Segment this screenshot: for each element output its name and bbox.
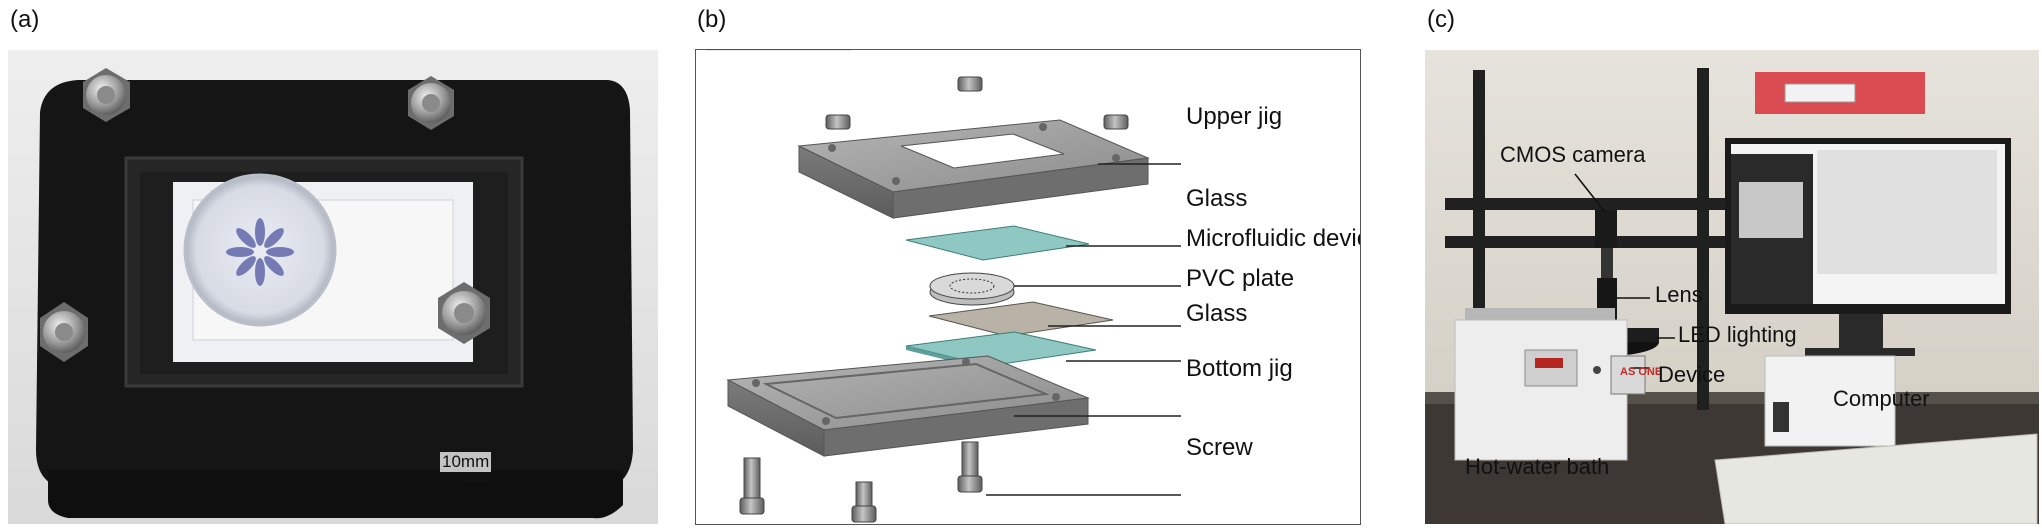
upper-jig — [797, 119, 1150, 219]
nut-icon — [825, 114, 851, 130]
cmos-camera — [1595, 210, 1617, 278]
microfluidic-device — [929, 272, 1015, 306]
label-microfluidic-device: Microfluidic device — [1186, 225, 1360, 252]
scale-bar — [458, 480, 493, 483]
keyboard — [1714, 433, 2038, 524]
pvc-plate — [928, 301, 1114, 337]
bottom-jig — [726, 355, 1090, 457]
microfluidic-device — [183, 173, 337, 327]
label-device: Device — [1658, 362, 1726, 387]
label-hot-water-bath: Hot-water bath — [1465, 454, 1610, 479]
label-bottom-jig: Bottom jig — [1186, 355, 1293, 382]
label-pvc-plate: PVC plate — [1186, 265, 1295, 292]
panel-c-label: (c) — [1427, 6, 1455, 33]
panel-b-label: (b) — [697, 6, 727, 33]
device — [1610, 355, 1646, 395]
label-glass-bottom: Glass — [1186, 300, 1248, 327]
panel-a-label: (a) — [10, 6, 40, 33]
label-glass-top: Glass — [1186, 185, 1248, 212]
scale-bar-label: 10mm — [440, 452, 492, 472]
monitor — [1725, 138, 2011, 356]
glass-top — [905, 225, 1090, 261]
label-lens: Lens — [1655, 282, 1703, 307]
setup-photo: AS ONE CMOS camera Lens LED lighting Dev… — [1425, 50, 2039, 524]
exploded-assembly-diagram: Upper jig Glass Microfluidic device PVC … — [695, 49, 1361, 525]
label-upper-jig: Upper jig — [1186, 103, 1283, 130]
label-cmos-camera: CMOS camera — [1500, 142, 1646, 167]
hot-water-bath — [1454, 308, 1628, 461]
brand-logo: AS ONE — [1620, 366, 1663, 378]
label-led-lighting: LED lighting — [1678, 322, 1797, 347]
bolt-icon — [83, 68, 130, 122]
label-screw: Screw — [1186, 434, 1253, 461]
label-computer: Computer — [1833, 386, 1930, 411]
screw-icon — [739, 457, 765, 515]
jig-photo: 10mm — [8, 50, 658, 524]
